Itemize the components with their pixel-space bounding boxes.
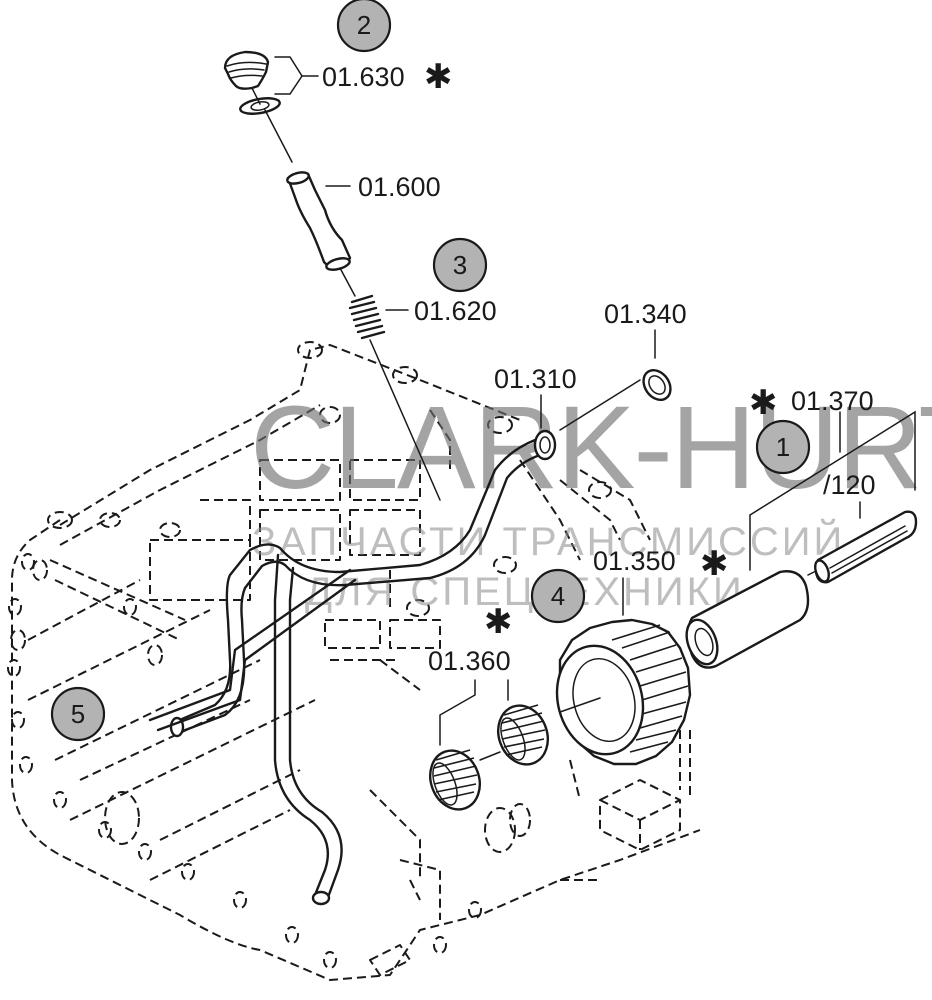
- leader-lines: [274, 56, 916, 746]
- bolt-holes: [7, 341, 612, 969]
- svg-text:2: 2: [357, 10, 371, 40]
- svg-text:4: 4: [551, 581, 565, 611]
- shaft-assembly: [639, 510, 918, 669]
- oil-pipe: [148, 379, 641, 906]
- label-01600: 01.600: [358, 172, 441, 202]
- label-01340: 01.340: [604, 299, 687, 329]
- callout-5: 5: [50, 686, 106, 742]
- marker-01350: ✱: [700, 544, 729, 584]
- marker-01370: ✱: [749, 383, 778, 423]
- plug-and-seal: [223, 50, 293, 163]
- callouts: 1 2 3 4 5: [50, 0, 811, 742]
- label-01620: 01.620: [414, 296, 497, 326]
- label-01360: 01.360: [428, 646, 511, 676]
- dipstick-tube: [286, 171, 356, 297]
- gear: [555, 618, 692, 766]
- svg-text:3: 3: [453, 250, 467, 280]
- watermark-line2: ЗАПЧАСТИ ТРАНСМИССИЙ: [252, 518, 845, 564]
- needle-bearing-2: [497, 704, 549, 766]
- marker-01630: ✱: [424, 57, 453, 97]
- callout-3: 3: [432, 237, 488, 293]
- callout-2: 2: [336, 0, 392, 53]
- watermark-brand: CLARK-HURTH: [250, 382, 932, 514]
- callout-4: 4: [530, 568, 586, 624]
- label-01630: 01.630: [322, 62, 405, 92]
- svg-text:1: 1: [776, 432, 790, 462]
- label-01310: 01.310: [494, 364, 577, 394]
- watermark-line3: ДЛЯ СПЕЦТЕХНИКИ: [305, 570, 745, 614]
- needle-bearing-1: [429, 749, 481, 811]
- spring: [348, 294, 441, 501]
- part-labels: 01.630 ✱ 01.600 01.620 01.340 01.310 ✱ 0…: [322, 57, 876, 676]
- o-ring: [642, 368, 672, 402]
- watermark: CLARK-HURTH ЗАПЧАСТИ ТРАНСМИССИЙ ДЛЯ СПЕ…: [250, 382, 932, 614]
- needle-bearings: [429, 704, 549, 811]
- marker-01360: ✱: [484, 602, 513, 642]
- gear-teeth: [611, 624, 689, 753]
- label-120: /120: [823, 470, 876, 500]
- label-01350: 01.350: [593, 546, 676, 576]
- svg-text:5: 5: [71, 699, 85, 729]
- callout-1: 1: [755, 419, 811, 475]
- label-01370: 01.370: [791, 386, 874, 416]
